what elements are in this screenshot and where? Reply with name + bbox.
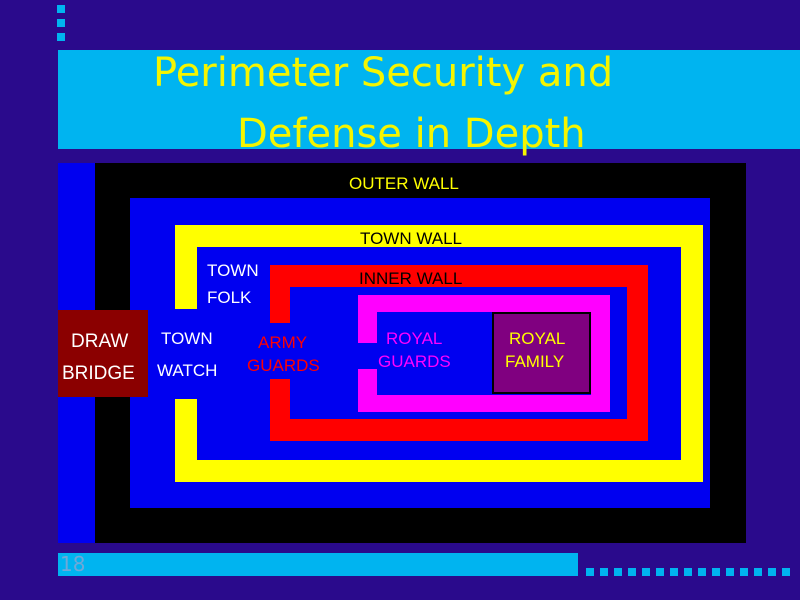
town-folk-label-line-1: TOWN [207, 261, 259, 280]
decor-square [57, 5, 65, 13]
decor-square [684, 568, 692, 576]
draw-bridge-label-line-1: DRAW [71, 331, 129, 352]
army-guards-label-line-2: GUARDS [247, 356, 320, 375]
decor-square [614, 568, 622, 576]
royal-guards-label-line-1: ROYAL [386, 329, 443, 348]
army-guards-label-line-1: ARMY [258, 333, 308, 352]
slide-number: 18 [60, 552, 86, 576]
decor-square [586, 568, 594, 576]
decor-square [656, 568, 664, 576]
decor-square [698, 568, 706, 576]
decor-square [754, 568, 762, 576]
inner-wall-gate [270, 323, 290, 379]
draw-bridge-label-line-2: BRIDGE [62, 363, 135, 384]
decor-square [642, 568, 650, 576]
footer-bar [58, 553, 578, 576]
royal-family-label-line-1: ROYAL [509, 329, 566, 348]
decor-square [726, 568, 734, 576]
decor-square [768, 568, 776, 576]
decor-square [670, 568, 678, 576]
royal-family-keep [492, 312, 591, 394]
inner-wall-label: INNER WALL [359, 269, 463, 288]
town-watch-label-line-2: WATCH [157, 361, 218, 380]
royal-family-label-line-2: FAMILY [505, 352, 565, 371]
royal-guards-gate [358, 343, 377, 369]
town-folk-label-line-2: FOLK [207, 288, 252, 307]
decor-square [57, 19, 65, 27]
slide-title-line-2: Defense in Depth [237, 111, 586, 157]
decor-square [57, 33, 65, 41]
decor-square [628, 568, 636, 576]
town-wall-gate [175, 309, 197, 399]
decor-square [740, 568, 748, 576]
draw-bridge [58, 310, 148, 397]
decor-square [600, 568, 608, 576]
town-wall-label: TOWN WALL [360, 229, 463, 248]
decor-square [712, 568, 720, 576]
royal-guards-label-line-2: GUARDS [378, 352, 451, 371]
slide-title-line-1: Perimeter Security and [153, 50, 614, 96]
decor-square [782, 568, 790, 576]
title-band [58, 50, 800, 149]
town-watch-label-line-1: TOWN [161, 329, 213, 348]
outer-wall-label: OUTER WALL [349, 174, 459, 193]
